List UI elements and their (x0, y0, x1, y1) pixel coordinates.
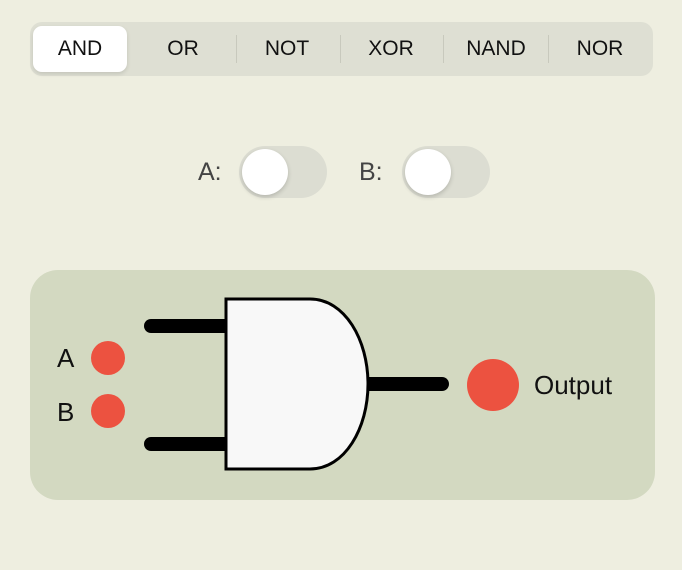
input-a-toggle[interactable] (239, 146, 327, 198)
segment-nand[interactable]: NAND (466, 37, 526, 60)
segment-divider (548, 35, 549, 63)
segment-or[interactable]: OR (167, 37, 199, 60)
input-b-toggle[interactable] (402, 146, 490, 198)
segment-not[interactable]: NOT (264, 37, 310, 60)
segment-nor[interactable]: NOR (576, 37, 624, 60)
output-led (467, 359, 519, 411)
segment-and[interactable]: AND (33, 26, 127, 72)
input-a-label: A: (198, 158, 222, 186)
toggle-knob (405, 149, 451, 195)
input-b-led (91, 394, 125, 428)
input-b-label: B: (359, 158, 383, 186)
diagram-input-b-label: B (57, 397, 75, 427)
segment-divider (443, 35, 444, 63)
input-a-led (91, 341, 125, 375)
segment-xor[interactable]: XOR (368, 37, 414, 60)
segment-divider (340, 35, 341, 63)
diagram-input-a-label: A (57, 343, 75, 373)
and-gate-symbol (224, 297, 370, 471)
gate-type-segmented-control: AND OR NOT XOR NAND NOR (30, 22, 653, 76)
toggle-knob (242, 149, 288, 195)
diagram-output-label: Output (534, 370, 613, 400)
segment-divider (236, 35, 237, 63)
